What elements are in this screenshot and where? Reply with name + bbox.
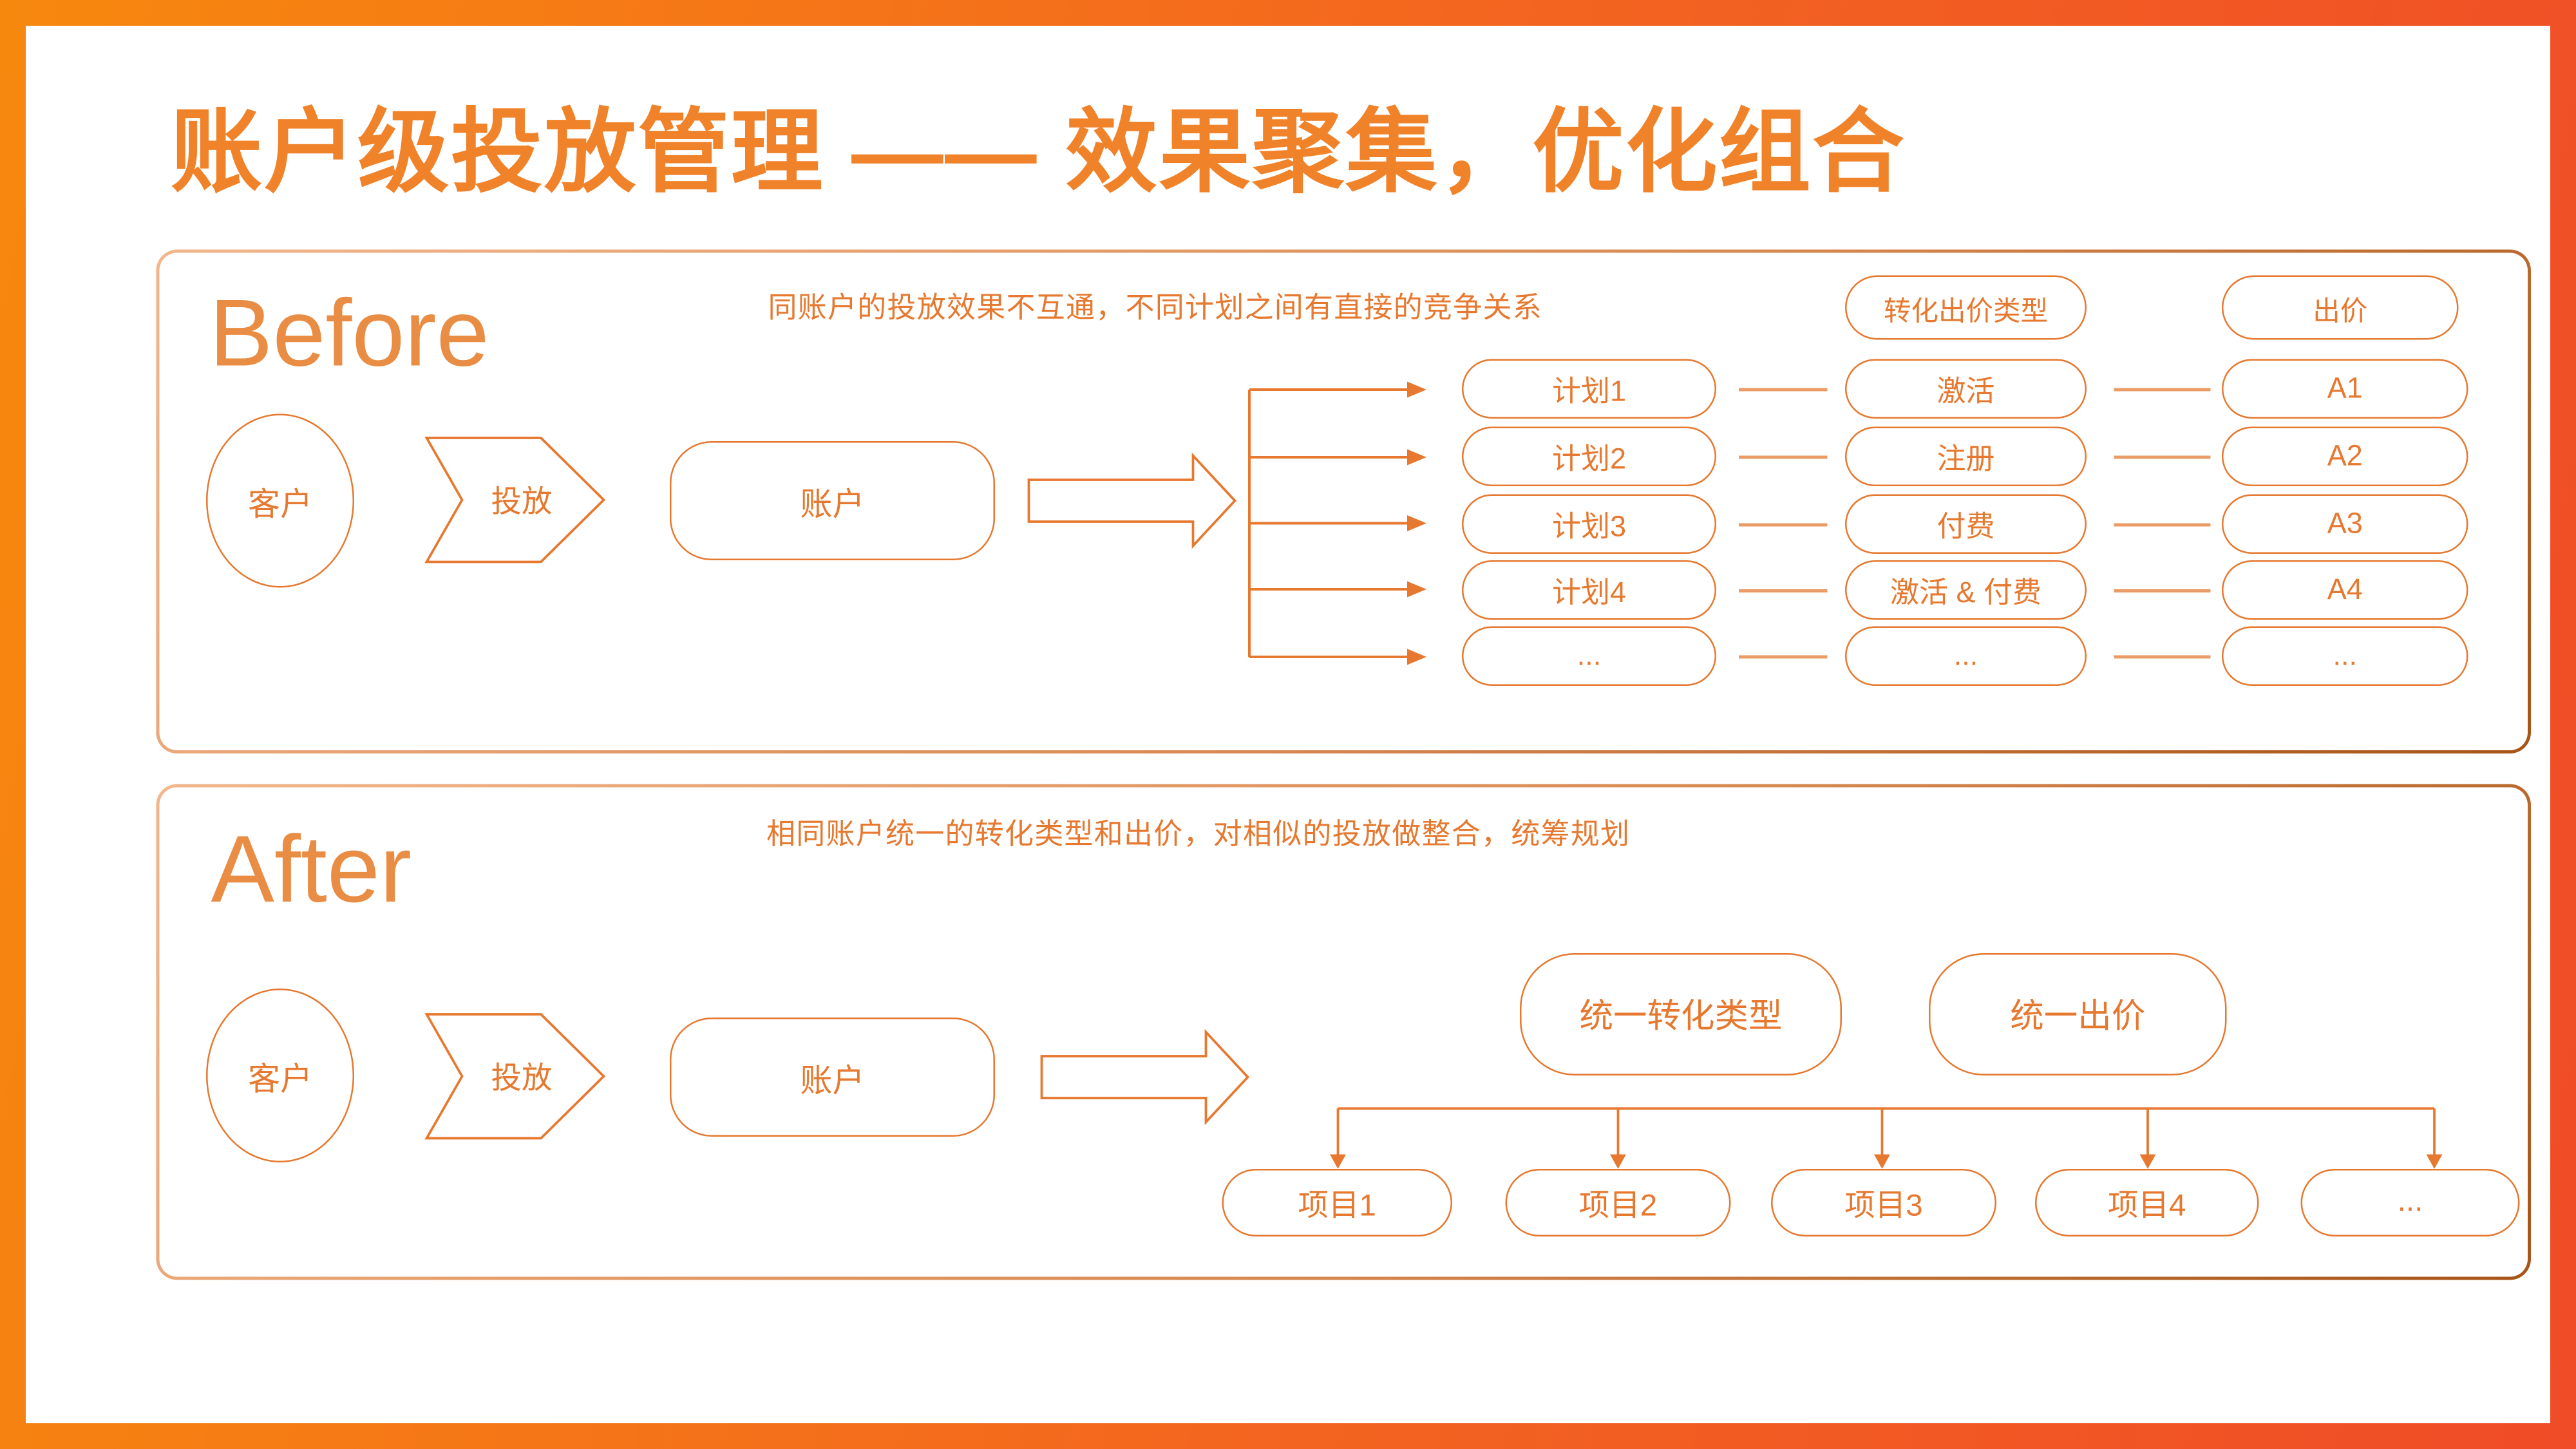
account-node: 账户	[670, 441, 995, 560]
conversion-pill: 激活 & 付费	[1845, 560, 2087, 620]
customer-label: 客户	[248, 487, 312, 523]
plan-conversion-connector	[1739, 523, 1828, 527]
bid-pill: ...	[2222, 626, 2468, 686]
customer-node: 客户	[206, 989, 354, 1162]
before-subtitle: 同账户的投放效果不互通，不同计划之间有直接的竞争关系	[768, 291, 1542, 324]
plan-conversion-connector	[1739, 455, 1828, 459]
account-label: 账户	[800, 487, 865, 523]
bid-header-label: 出价	[2313, 295, 2368, 327]
conversion-pill: 注册	[1845, 426, 2087, 486]
bid-pill: A4	[2222, 560, 2468, 620]
project-label: 项目3	[1844, 1189, 1923, 1223]
conversion-pill: ...	[1845, 626, 2087, 686]
conversion-label: 付费	[1937, 509, 1995, 542]
conversion-bid-connector	[2114, 455, 2211, 459]
plan-conversion-connector	[1739, 589, 1828, 592]
project-pill: 项目3	[1771, 1169, 1996, 1236]
before-panel-body: Before 同账户的投放效果不互通，不同计划之间有直接的竞争关系 客户 投放 …	[159, 252, 2528, 750]
bid-pill: A1	[2222, 359, 2468, 419]
conversion-label: ...	[1953, 639, 1978, 672]
bid-label: ...	[2333, 639, 2357, 672]
delivery-label: 投放	[491, 1063, 553, 1097]
project-pill: ...	[2300, 1169, 2520, 1236]
customer-label: 客户	[248, 1061, 312, 1097]
project-label: 项目4	[2108, 1189, 2186, 1223]
block-arrow-icon	[1040, 1028, 1250, 1126]
conversion-bid-connector	[2114, 388, 2211, 392]
plan-conversion-connector	[1739, 655, 1828, 659]
before-label: Before	[209, 280, 489, 386]
unified-conversion-pill: 统一转化类型	[1520, 953, 1842, 1075]
plan-label: 计划1	[1551, 374, 1626, 407]
after-label: After	[211, 816, 412, 923]
fanout-arrows-icon	[1248, 381, 1426, 665]
conversion-label: 注册	[1937, 442, 1995, 475]
plan-pill: 计划3	[1462, 494, 1716, 554]
conversion-label: 激活 & 付费	[1889, 575, 2041, 608]
account-label: 账户	[800, 1063, 865, 1099]
account-node: 账户	[670, 1018, 995, 1137]
page-title: 账户级投放管理 —— 效果聚集，优化组合	[171, 101, 1906, 205]
conversion-bid-connector	[2114, 589, 2211, 592]
plan-pill: ...	[1462, 626, 1716, 686]
bid-label: A2	[2327, 439, 2363, 472]
chevron-arrow-icon	[424, 1013, 606, 1140]
project-pill: 项目4	[2035, 1169, 2259, 1236]
plan-label: 计划4	[1551, 575, 1626, 608]
conversion-pill: 激活	[1845, 359, 2087, 419]
project-pill: 项目1	[1222, 1169, 1452, 1236]
plan-pill: 计划4	[1462, 560, 1716, 620]
block-arrow-icon	[1027, 452, 1237, 549]
conversion-header-label: 转化出价类型	[1884, 295, 2048, 327]
plan-pill: 计划2	[1462, 426, 1716, 486]
after-panel-body: After 相同账户统一的转化类型和出价，对相似的投放做整合，统筹规划 客户 投…	[159, 787, 2528, 1277]
bid-label: A1	[2327, 372, 2363, 404]
distribution-arrows-icon	[1330, 1107, 2443, 1169]
unified-bid-pill: 统一出价	[1929, 953, 2227, 1075]
conversion-bid-connector	[2114, 523, 2211, 527]
bid-pill: A3	[2222, 494, 2468, 554]
chevron-arrow-icon	[424, 437, 606, 564]
project-pill: 项目2	[1505, 1169, 1731, 1236]
customer-node: 客户	[206, 413, 354, 588]
bid-label: A3	[2327, 507, 2363, 540]
after-subtitle: 相同账户统一的转化类型和出价，对相似的投放做整合，统筹规划	[766, 818, 1631, 850]
conversion-label: 激活	[1937, 374, 1995, 407]
bid-header-pill: 出价	[2222, 275, 2459, 340]
project-label: 项目2	[1578, 1189, 1658, 1223]
conversion-bid-connector	[2114, 655, 2211, 659]
project-label: 项目1	[1298, 1189, 1376, 1223]
slide-canvas: 账户级投放管理 —— 效果聚集，优化组合 Before 同账户的投放效果不互通，…	[26, 26, 2550, 1423]
delivery-chevron-shape: 投放	[424, 1013, 606, 1141]
project-label: ...	[2397, 1185, 2423, 1219]
plan-label: 计划2	[1551, 442, 1626, 475]
plan-pill: 计划1	[1462, 359, 1716, 419]
bid-label: A4	[2327, 573, 2363, 605]
before-panel: Before 同账户的投放效果不互通，不同计划之间有直接的竞争关系 客户 投放 …	[156, 249, 2531, 753]
after-panel: After 相同账户统一的转化类型和出价，对相似的投放做整合，统筹规划 客户 投…	[156, 784, 2531, 1280]
plan-conversion-connector	[1739, 388, 1828, 392]
conversion-header-pill: 转化出价类型	[1845, 275, 2087, 340]
delivery-label: 投放	[491, 486, 553, 520]
unified-conversion-label: 统一转化类型	[1579, 998, 1783, 1036]
conversion-pill: 付费	[1845, 494, 2087, 554]
plan-label: ...	[1577, 639, 1602, 672]
unified-bid-label: 统一出价	[2010, 998, 2146, 1036]
bid-pill: A2	[2222, 426, 2468, 486]
delivery-chevron-shape: 投放	[424, 437, 606, 564]
plan-label: 计划3	[1551, 509, 1626, 542]
